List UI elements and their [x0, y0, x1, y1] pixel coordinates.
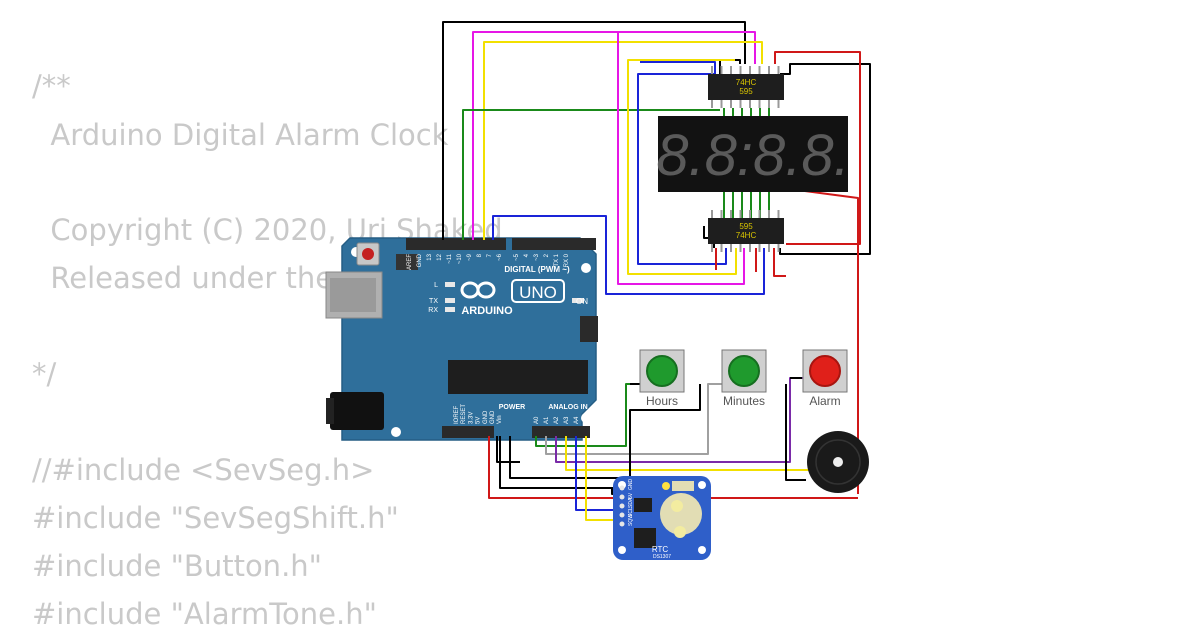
analog-pin-label: A4 [574, 416, 580, 424]
board-brand-text: ARDUINO [461, 305, 513, 317]
shift-register-top[interactable]: 74HC 595 [708, 66, 784, 108]
digital-pin-label: ~5 [514, 253, 520, 261]
digital-pin-label: TX 1 [554, 253, 560, 266]
display-digits: 8.8:8.8. [656, 123, 849, 188]
code-line: */ [32, 357, 57, 391]
digital-pin-label: 8 [477, 253, 483, 257]
button-alarm[interactable]: Alarm [802, 349, 848, 408]
rtc-pin-label: SCL [628, 507, 634, 517]
power-pin-label: 5V [476, 417, 482, 424]
rtc-pin-label: SQW [628, 514, 634, 526]
code-line: #include "AlarmTone.h" [32, 597, 377, 631]
shift-register-bottom-line1: 595 [739, 222, 753, 231]
digital-pin-label: 12 [437, 253, 443, 260]
rtc-pin [619, 512, 625, 518]
digital-pin-label: ~6 [497, 253, 503, 261]
rtc-title: RTC [652, 545, 669, 554]
analog-pin-label: A5 [584, 416, 590, 424]
digital-pin-label: 2 [544, 253, 550, 257]
analog-pin-label: A3 [564, 416, 570, 424]
rtc-pin [619, 494, 625, 500]
digital-header-label: DIGITAL (PWM ~) [504, 265, 570, 274]
button-minutes-label: Minutes [723, 394, 765, 408]
rtc-pin [619, 503, 625, 509]
buzzer[interactable] [807, 431, 869, 493]
shift-register-top-line1: 74HC [736, 78, 757, 87]
digital-pin-label: AREF [407, 254, 413, 270]
analog-pin-label: A1 [544, 416, 550, 424]
led-l-label: L [434, 282, 438, 289]
rtc-pin-label: SDA [628, 497, 634, 508]
power-pin-label: Vin [497, 415, 503, 424]
power-pin-label: 3.3V [468, 412, 474, 424]
digital-pin-label: ~3 [534, 253, 540, 261]
button-minutes[interactable]: Minutes [721, 349, 767, 408]
code-line: //#include <SevSeg.h> [32, 453, 375, 487]
power-pin-label: IOREF [454, 405, 460, 424]
analog-header-label: ANALOG IN [548, 404, 587, 411]
shift-register-bottom[interactable]: 595 74HC [708, 210, 784, 252]
digital-pin-label: RX 0 [564, 253, 570, 267]
rtc-pin-label: 5V [628, 492, 634, 499]
arduino-uno-board[interactable]: UNO ARDUINO DIGITAL (PWM ~) ON L TX RX A… [325, 237, 598, 441]
analog-pin-labels: A0 A1 A2 A3 A4 A5 [534, 416, 590, 424]
shift-register-bottom-line2: 74HC [736, 231, 757, 240]
shift-register-top-line2: 595 [739, 87, 753, 96]
power-pin-label: GND [483, 410, 489, 424]
power-pin-label: GND [490, 410, 496, 424]
code-line: #include "SevSegShift.h" [32, 501, 399, 535]
rtc-pin [619, 485, 625, 491]
digital-pin-label: ~10 [457, 253, 463, 264]
power-pin-label: RESET [461, 404, 467, 424]
digital-pin-label: 13 [427, 253, 433, 260]
digital-pin-label: ~11 [447, 253, 453, 263]
rtc-pin-label: GND [628, 479, 634, 491]
board-model-text: UNO [519, 283, 557, 302]
seven-segment-display: 8.8:8.8. [656, 108, 850, 218]
rtc-chip-label: DS1307 [653, 554, 671, 560]
button-hours[interactable]: Hours [639, 349, 685, 408]
power-header-label: POWER [499, 404, 525, 411]
digital-pin-label: 4 [524, 253, 530, 257]
button-hours-label: Hours [646, 394, 678, 408]
digital-pin-label: GND [417, 253, 423, 267]
wires [442, 21, 871, 521]
digital-pin-label: ~9 [467, 253, 473, 261]
code-line: /** [32, 69, 71, 103]
button-alarm-label: Alarm [809, 394, 840, 408]
digital-pin-label: 7 [487, 253, 493, 257]
on-led-label: ON [576, 297, 588, 306]
led-rx-label: RX [428, 307, 438, 314]
code-line: Arduino Digital Alarm Clock [32, 118, 449, 152]
led-tx-label: TX [429, 298, 438, 305]
analog-pin-label: A2 [554, 416, 560, 424]
code-line: #include "Button.h" [32, 549, 322, 583]
rtc-pin [619, 521, 625, 527]
analog-pin-label: A0 [534, 416, 540, 424]
